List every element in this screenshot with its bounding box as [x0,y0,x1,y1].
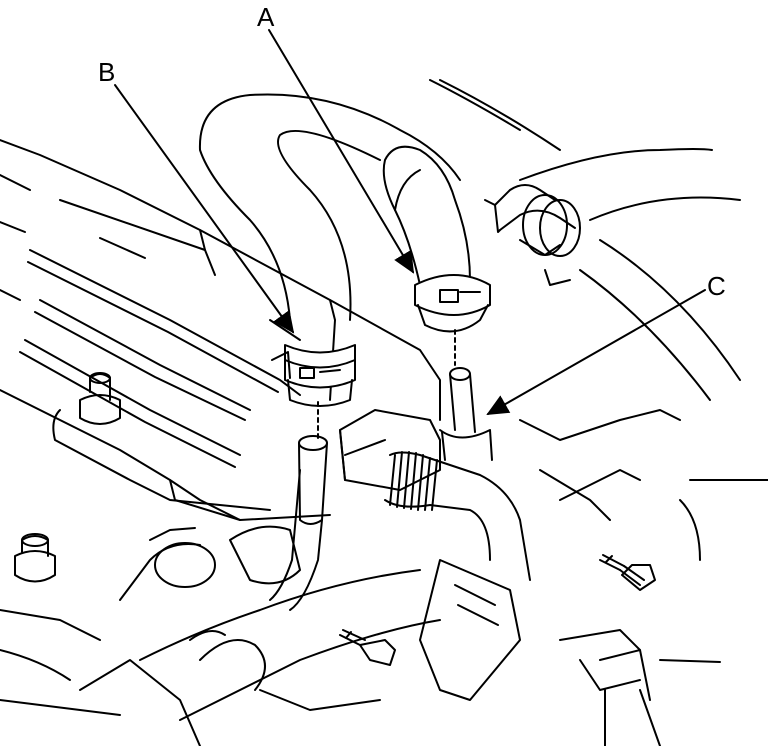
hose-a-clamp [414,274,491,333]
leader-line-c [486,289,706,415]
callout-label-a: A [257,2,275,32]
lower-thick-hose [119,543,441,721]
right-hose-clamp [484,184,581,286]
engine-cover [0,139,441,521]
callout-label-b: B [98,57,115,87]
corrugated-harness [384,451,531,581]
cover-stud-upper [79,372,121,425]
leader-line-b [114,84,295,334]
main-coolant-hose [439,79,741,401]
lower-hose-clamp [149,527,266,691]
heater-hose-a [382,145,471,286]
bolt-lower-mid [339,629,396,666]
lower-bracket [419,409,681,701]
lower-left-engine [0,525,381,747]
heater-hose-b [198,79,521,321]
callout-label-c: C [707,271,726,301]
leader-line-a [268,29,415,274]
connector-housing [339,409,441,491]
right-bracket [559,479,768,747]
hose-b-clamp [271,344,356,407]
bolt-right [599,554,656,591]
fitting-pipe-b [269,435,328,611]
fitting-pipe-a [439,367,493,461]
cover-stud-lower [14,533,56,583]
